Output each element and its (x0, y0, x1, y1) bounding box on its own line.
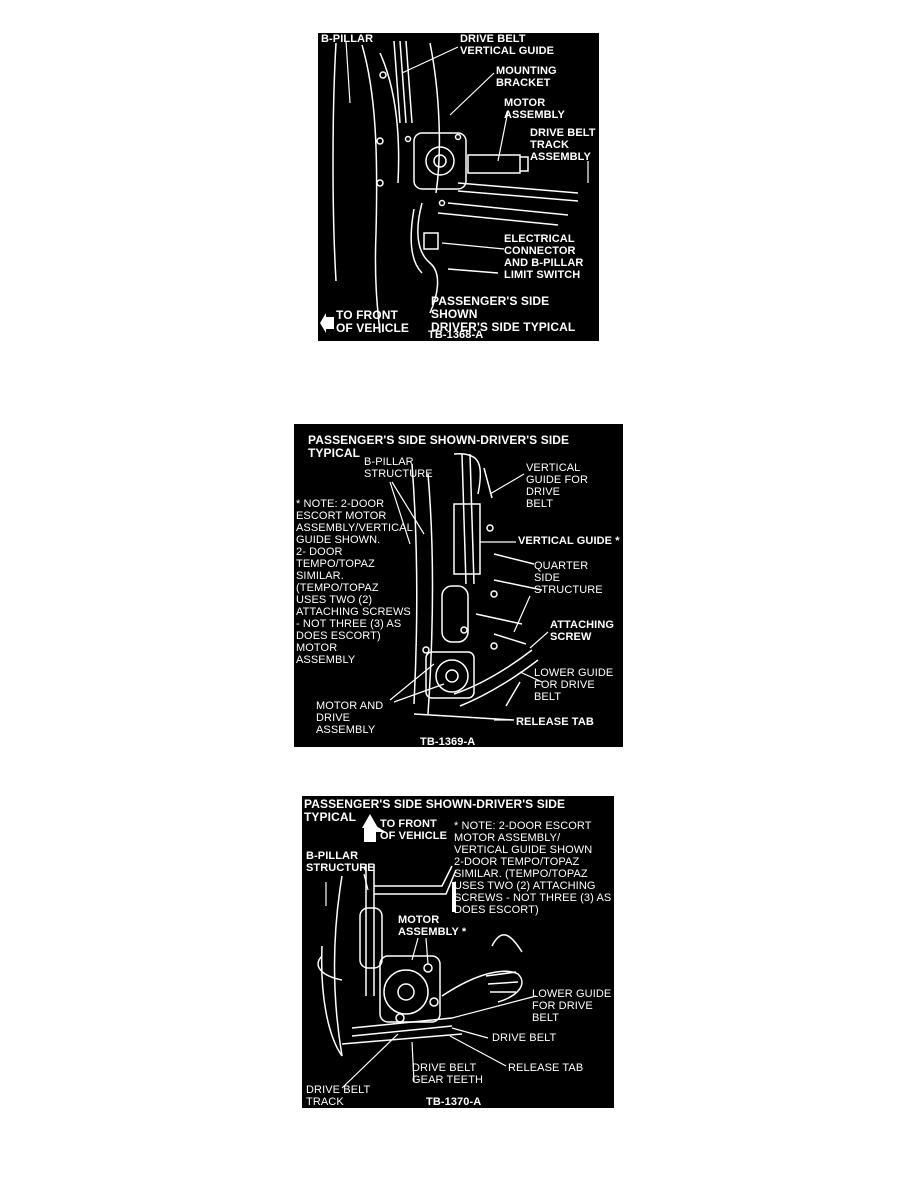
label-vertical-guide-for-drive-belt: VERTICAL GUIDE FOR DRIVE BELT (526, 462, 589, 510)
label-drive-belt-track-assembly: DRIVE BELT TRACK ASSEMBLY (530, 127, 596, 163)
label-lower-guide-3: LOWER GUIDE FOR DRIVE BELT (532, 988, 612, 1024)
label-to-front-vehicle: TO FRONT OF VEHICLE (380, 818, 448, 842)
label-lower-guide: LOWER GUIDE FOR DRIVE BELT (534, 667, 614, 703)
label-drive-belt-gear-teeth: DRIVE BELT GEAR TEETH (412, 1062, 484, 1086)
figure-3-code: TB-1370-A (426, 1096, 482, 1108)
label-release-tab-3: RELEASE TAB (508, 1062, 584, 1074)
label-b-pillar: B-PILLAR (321, 33, 374, 45)
label-electrical-connector: ELECTRICAL CONNECTOR AND B-PILLAR LIMIT … (504, 233, 584, 281)
figure-3-note: * NOTE: 2-DOOR ESCORT MOTOR ASSEMBLY/ VE… (454, 820, 612, 916)
label-quarter-side-structure: QUARTER SIDE STRUCTURE (534, 560, 603, 596)
figure-1-illustration (320, 40, 589, 334)
label-motor-and-drive-assembly: MOTOR AND DRIVE ASSEMBLY (316, 700, 384, 736)
figure-3-illustration (317, 814, 537, 1089)
label-vertical-guide: VERTICAL GUIDE * (518, 535, 620, 547)
label-mounting-bracket: MOUNTING BRACKET (496, 65, 557, 89)
figure-1-panel: B-PILLAR DRIVE BELT VERTICAL GUIDE MOUNT… (318, 33, 599, 341)
figure-3-title: PASSENGER'S SIDE SHOWN-DRIVER'S SIDE TYP… (304, 797, 566, 824)
label-drive-belt-3: DRIVE BELT (492, 1032, 557, 1044)
figure-1-code: TB-1368-A (428, 329, 484, 341)
label-drive-belt-track: DRIVE BELT TRACK (306, 1084, 371, 1108)
figure-2-panel: PASSENGER'S SIDE SHOWN-DRIVER'S SIDE TYP… (294, 424, 623, 747)
label-release-tab: RELEASE TAB (516, 716, 594, 728)
label-b-pillar-structure-3: B-PILLAR STRUCTURE (306, 850, 375, 874)
label-attaching-screw: ATTACHING SCREW (550, 619, 615, 643)
label-b-pillar-structure: B-PILLAR STRUCTURE (364, 456, 433, 480)
label-to-front: TO FRONT OF VEHICLE (336, 308, 410, 335)
figure-2-note: * NOTE: 2-DOOR ESCORT MOTOR ASSEMBLY/VER… (296, 498, 413, 666)
label-motor-assembly: MOTOR ASSEMBLY (504, 97, 565, 121)
label-drive-belt-vertical-guide: DRIVE BELT VERTICAL GUIDE (460, 33, 555, 57)
figure-2-code: TB-1369-A (420, 736, 476, 747)
figure-2-title: PASSENGER'S SIDE SHOWN-DRIVER'S SIDE TYP… (308, 433, 570, 460)
label-side-note: PASSENGER'S SIDE SHOWN DRIVER'S SIDE TYP… (431, 294, 576, 334)
figure-3-panel: PASSENGER'S SIDE SHOWN-DRIVER'S SIDE TYP… (302, 796, 614, 1108)
figure-2-illustration (389, 453, 549, 721)
label-motor-assembly-3: MOTOR ASSEMBLY * (398, 914, 467, 938)
